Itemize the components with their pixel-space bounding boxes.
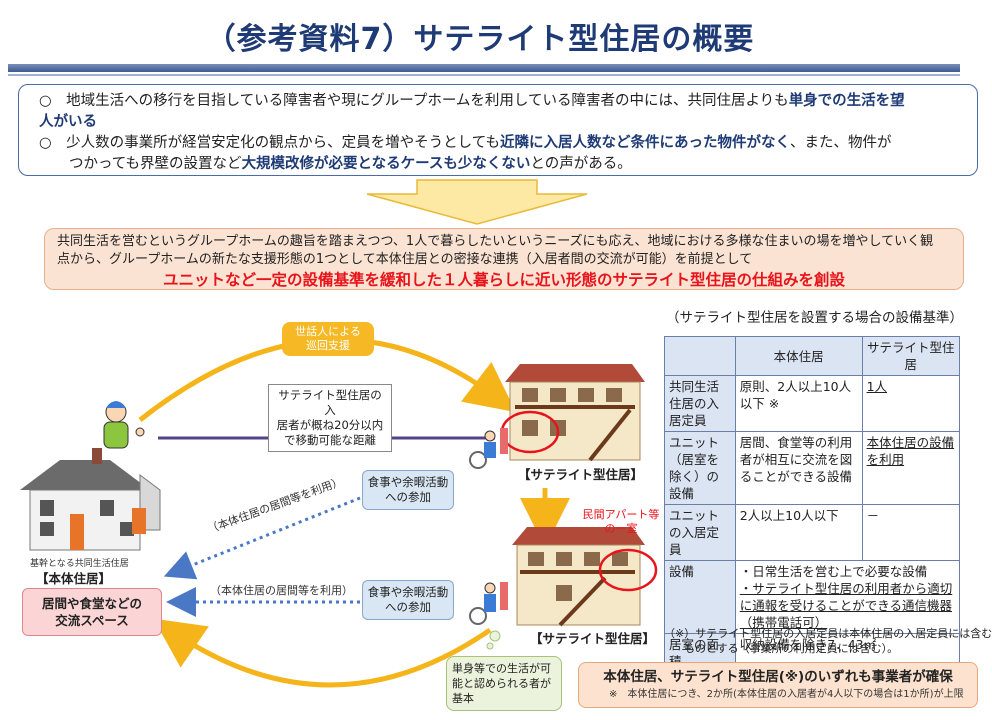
facility-standards-table: 本体住居 サテライト型住居 共同生活住居の入居定員 原則、2人以上10人以下 ※…: [664, 336, 961, 673]
return-arc: [153, 618, 492, 688]
table-cell: 2人以上10人以下: [734, 504, 863, 561]
satellite-label-bottom: 【サテライト型住居】: [530, 631, 656, 646]
single-living-note: 単身等での生活が可 能と認められる者が 基本: [446, 656, 562, 711]
main-house-caption: 基幹となる共同生活住居: [30, 559, 129, 569]
staff-person-icon: [103, 401, 145, 449]
intro-line-4: つかっても界壁の設置など大規模改修が必要となるケースも少なくないとの声がある。: [69, 156, 632, 172]
table-cell: 1人: [861, 375, 961, 432]
summary-line-2: 点から、グループホームの新たな支援形態の1つとして本体住居との密接な連携（入居者…: [57, 252, 753, 267]
living-room-use-bottom: （本体住居の居間等を利用）: [210, 584, 353, 597]
row-header: ユニット（居室を除く）の設備: [664, 431, 736, 505]
apartment-room-label: 民間アパート等 の一室: [582, 508, 660, 535]
table-header-row: 本体住居 サテライト型住居: [664, 336, 961, 376]
row-header: 共同生活住居の入居定員: [664, 375, 736, 432]
table-row: ユニットの入居定員 2人以上10人以下 －: [664, 504, 961, 561]
page-title: （参考資料7）サテライト型住居の概要: [205, 22, 755, 57]
operator-note-sub: ※ 本体住居につき、2か所(本体住居の入居者が4人以下の場合は1か所)が上限: [609, 689, 964, 700]
table-cell: ・日常生活を営む上で必要な設備 ・サテライト型住居の利用者から適切に通報を受ける…: [734, 560, 961, 634]
apartment-building-bottom-icon: [512, 527, 658, 627]
intro-line-3: ○ 少人数の事業所が経営安定化の観点から、定員を増やそうとしても近隣に入居人数な…: [39, 135, 892, 151]
bubble-icon: [489, 630, 501, 642]
main-house-icon: [20, 448, 161, 551]
lounge-space-box: 居間や食堂などの 交流スペース: [22, 588, 162, 636]
table-cell: 本体住居の設備を利用: [861, 431, 961, 505]
satellite-label-top: 【サテライト型住居】: [518, 467, 644, 482]
background-box: ○ 地域生活への移行を目指している障害者や現にグループホームを利用している障害者…: [18, 84, 978, 176]
diagram-drawing: [20, 337, 658, 688]
apartment-building-top-icon: [500, 364, 645, 462]
table-header: [664, 336, 736, 376]
title-rule: [8, 64, 960, 72]
table-caption: （サテライト型住居を設置する場合の設備基準）: [666, 310, 963, 326]
bubble-icon: [486, 642, 494, 650]
down-arrow-icon: [366, 179, 588, 225]
patrol-support-label: 世話人による 巡回支援: [282, 322, 374, 356]
summary-line-1: 共同生活を営むというグループホームの趣旨を踏まえつつ、1人で暮らしたいというニー…: [57, 234, 934, 249]
table-cell: －: [861, 504, 961, 561]
distance-note: サテライト型住居の入 居者が概ね20分以内 で移動可能な距離: [268, 384, 392, 452]
table-header: サテライト型住居: [861, 336, 961, 376]
table-row: 共同生活住居の入居定員 原則、2人以上10人以下 ※ 1人: [664, 375, 961, 432]
intro-line-2: 人がいる: [39, 114, 97, 130]
wheelchair-user-top-icon: [469, 428, 508, 469]
table-row: 設備 ・日常生活を営む上で必要な設備 ・サテライト型住居の利用者から適切に通報を…: [664, 560, 961, 634]
title-rule-thin: [8, 74, 960, 76]
summary-highlight: ユニットなど一定の設備基準を緩和した１人暮らしに近い形態のサテライト型住居の仕組…: [162, 271, 845, 289]
row-header: 設備: [664, 560, 736, 634]
operator-note-box: 本体住居、サテライト型住居(※)のいずれも事業者が確保 ※ 本体住居につき、2か…: [578, 662, 978, 708]
satellite-diagram: 世話人による 巡回支援 サテライト型住居の入 居者が概ね20分以内 で移動可能な…: [0, 300, 660, 720]
table-header: 本体住居: [734, 336, 863, 376]
row-header: ユニットの入居定員: [664, 504, 736, 561]
table-cell: 居間、食堂等の利用者が相互に交流を図ることができる設備: [734, 431, 863, 505]
intro-line-1: ○ 地域生活への移行を目指している障害者や現にグループホームを利用している障害者…: [39, 93, 905, 109]
main-house-label: 【本体住居】: [36, 571, 112, 586]
summary-box: 共同生活を営むというグループホームの趣旨を踏まえつつ、1人で暮らしたいというニー…: [44, 228, 964, 290]
table-cell: 原則、2人以上10人以下 ※: [734, 375, 863, 432]
operator-note-main: 本体住居、サテライト型住居(※)のいずれも事業者が確保: [603, 669, 953, 685]
table-row: ユニット（居室を除く）の設備 居間、食堂等の利用者が相互に交流を図ることができる…: [664, 431, 961, 505]
meal-activity-top: 食事や余暇活動 への参加: [362, 470, 454, 510]
wheelchair-user-bottom-icon: [469, 582, 508, 625]
table-footnote: （※）サテライト型住居の入居定員は本体住居の入居定員には含む ものとする（事業所…: [664, 627, 992, 655]
meal-activity-bottom: 食事や余暇活動 への参加: [362, 580, 454, 620]
dotted-arrow-top: [163, 496, 361, 580]
